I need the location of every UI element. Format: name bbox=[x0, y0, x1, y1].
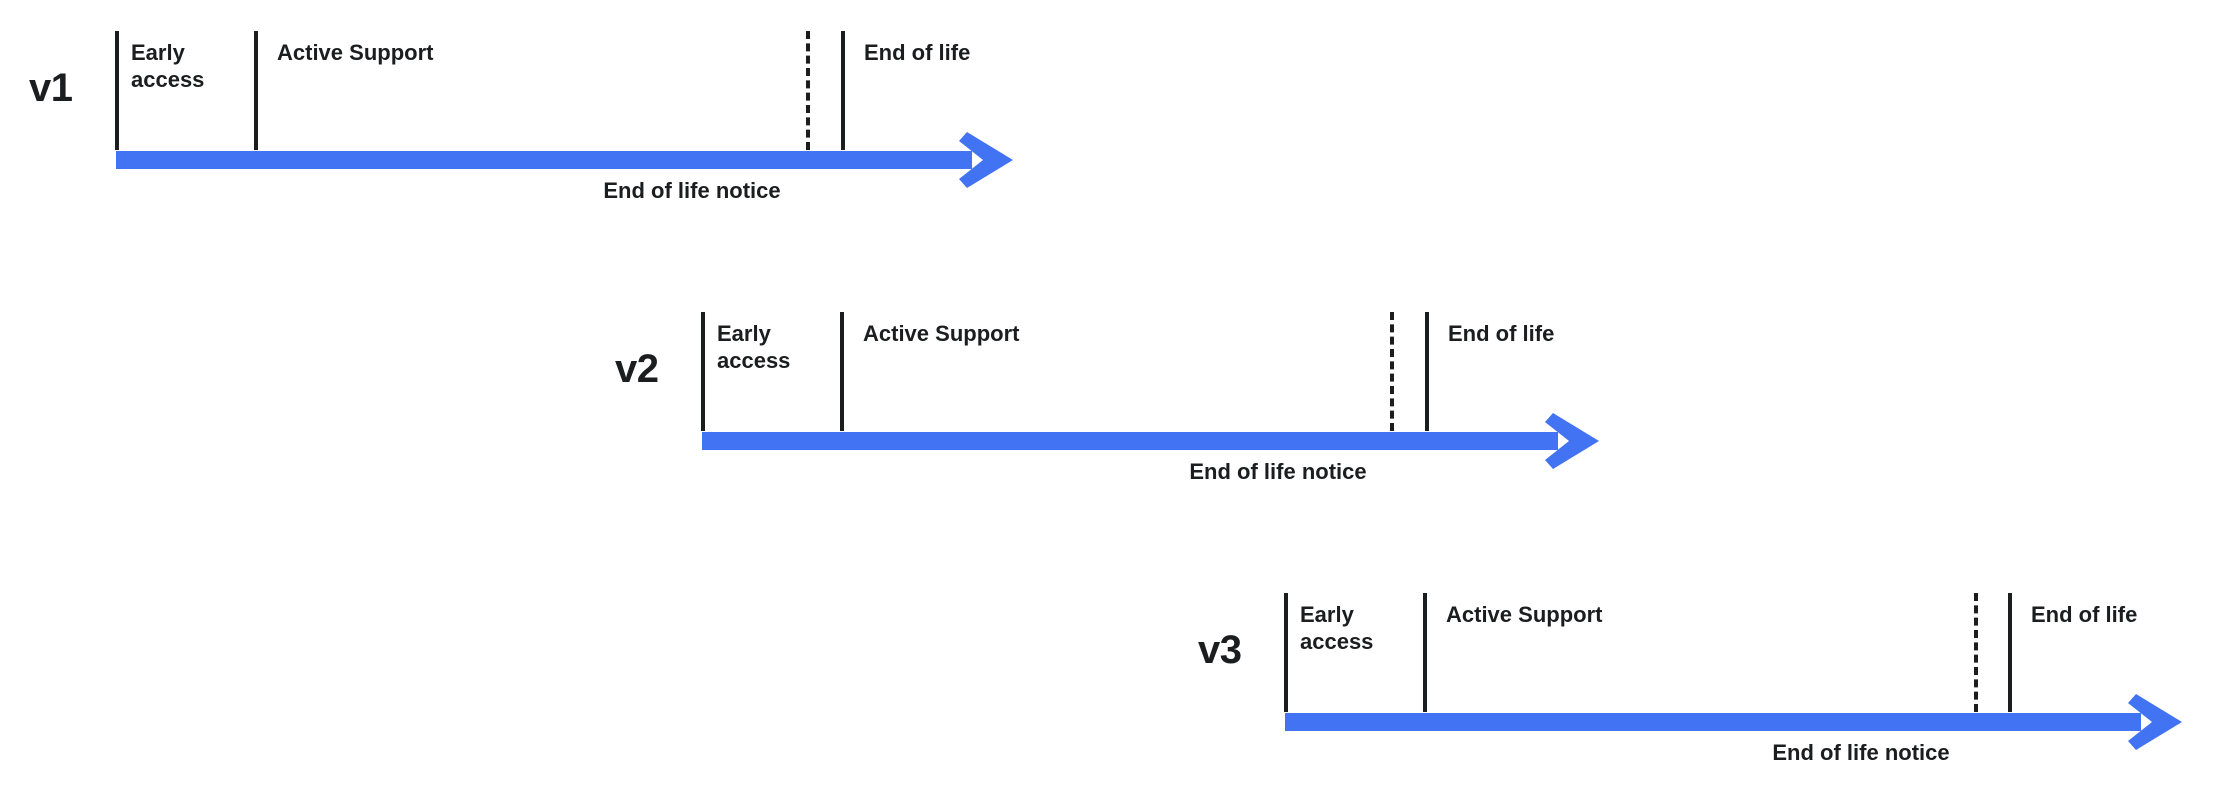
right-arrow-icon-v1 bbox=[959, 132, 1013, 188]
phase-label-end-of-life: End of life bbox=[1448, 321, 1555, 346]
version-label-v3: v3 bbox=[1198, 628, 1242, 672]
phase-divider-end-of-life-start bbox=[841, 31, 845, 150]
timeline-bar-v2 bbox=[702, 432, 1558, 450]
phase-divider-end-of-life-notice bbox=[1390, 312, 1394, 431]
version-label-v1: v1 bbox=[29, 66, 73, 110]
phase-divider-end-of-life-start bbox=[2008, 593, 2012, 712]
phase-label-active-support: Active Support bbox=[1446, 602, 1603, 627]
phase-label-end-of-life: End of life bbox=[2031, 602, 2138, 627]
phase-label-early-access: Early access bbox=[131, 40, 205, 92]
phase-divider-early-access-start bbox=[115, 31, 119, 150]
right-arrow-icon-v3 bbox=[2128, 694, 2182, 750]
notice-label-v3: End of life notice bbox=[1772, 740, 1950, 765]
phase-divider-active-support-start bbox=[254, 31, 258, 150]
right-arrow-icon-v2 bbox=[1545, 413, 1599, 469]
phase-label-early-access: Early access bbox=[717, 321, 791, 373]
phase-label-active-support: Active Support bbox=[863, 321, 1020, 346]
phase-divider-active-support-start bbox=[1423, 593, 1427, 712]
phase-divider-early-access-start bbox=[701, 312, 705, 431]
phase-divider-end-of-life-notice bbox=[1974, 593, 1978, 712]
phase-divider-end-of-life-start bbox=[1425, 312, 1429, 431]
timeline-bar-v3 bbox=[1285, 713, 2141, 731]
phase-label-end-of-life: End of life bbox=[864, 40, 971, 65]
phase-label-active-support: Active Support bbox=[277, 40, 434, 65]
timeline-bar-v1 bbox=[116, 151, 972, 169]
phase-label-early-access: Early access bbox=[1300, 602, 1374, 654]
notice-label-v2: End of life notice bbox=[1189, 459, 1367, 484]
phase-divider-early-access-start bbox=[1284, 593, 1288, 712]
phase-divider-active-support-start bbox=[840, 312, 844, 431]
phase-divider-end-of-life-notice bbox=[806, 31, 810, 150]
notice-label-v1: End of life notice bbox=[603, 178, 781, 203]
version-label-v2: v2 bbox=[615, 347, 659, 391]
